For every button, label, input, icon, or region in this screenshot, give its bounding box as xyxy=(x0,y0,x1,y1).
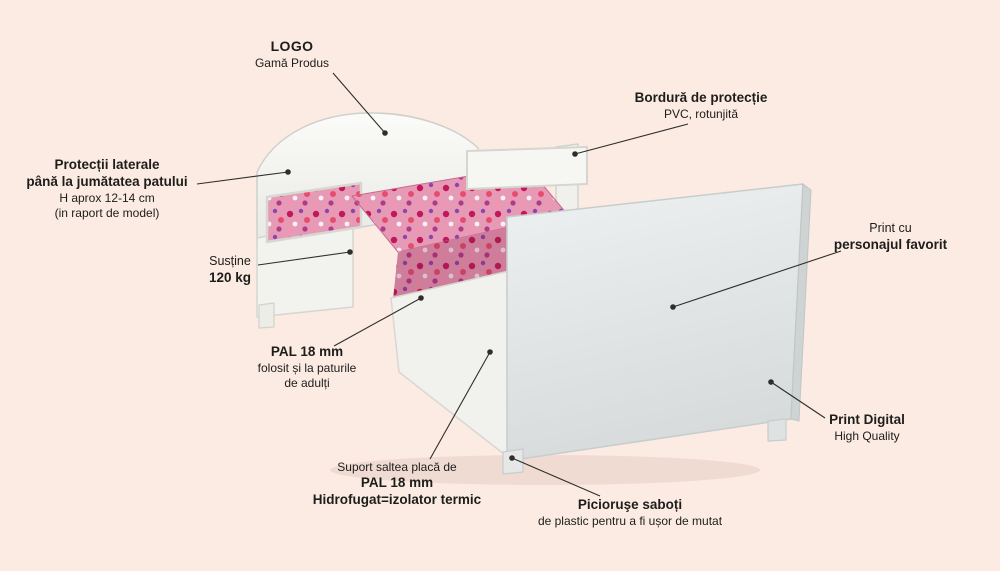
label-picioruse: Picioruşe saboți de plastic pentru a fi … xyxy=(518,497,742,529)
label-suport-line1: Suport saltea placă de xyxy=(337,460,457,474)
label-protectii-line2: până la jumătatea patului xyxy=(26,173,188,189)
label-bordura: Bordură de protecție PVC, rotunjită xyxy=(608,90,794,122)
label-protectii-line1: Protecții laterale xyxy=(54,157,160,172)
annotation-dot-picioruse xyxy=(509,455,515,461)
label-bordura-title: Bordură de protecție xyxy=(634,90,768,105)
label-pal: PAL 18 mm folosit și la paturile de adul… xyxy=(243,344,371,391)
annotation-line-pal xyxy=(333,297,422,347)
label-logo: LOGO Gamă Produs xyxy=(228,38,356,71)
annotation-line-protectii xyxy=(196,171,289,185)
annotation-lines xyxy=(196,72,842,497)
annotation-line-bordura xyxy=(574,123,689,155)
label-protectii-line3: H aprox 12-14 cm xyxy=(59,190,155,205)
annotation-line-picioruse xyxy=(511,457,601,497)
footboard-edge xyxy=(790,183,812,422)
foot-front-left xyxy=(502,448,524,475)
annotation-dot-suport xyxy=(487,349,493,355)
foot-front-right xyxy=(767,418,787,442)
mattress-support-panel xyxy=(390,270,510,459)
label-print-personaj-line2: personajul favorit xyxy=(833,236,948,252)
annotation-line-logo xyxy=(332,72,386,134)
bed-shadow xyxy=(330,455,760,485)
label-print-personaj-line1: Print cu xyxy=(869,221,912,235)
label-sustine-line2: 120 kg xyxy=(208,269,252,285)
label-sustine: Susține 120 kg xyxy=(188,254,272,287)
label-suport-line3: Hidrofugat=izolator termic xyxy=(312,491,482,507)
label-picioruse-line2: de plastic pentru a fi ușor de mutat xyxy=(537,513,723,528)
annotation-dot-print-digital xyxy=(768,379,774,385)
label-pal-line2: folosit și la paturile xyxy=(257,360,357,375)
annotation-line-print-digital xyxy=(770,381,826,419)
label-picioruse-line1: Picioruşe saboți xyxy=(577,497,683,512)
label-bordura-subtitle: PVC, rotunjită xyxy=(663,106,739,121)
foot-back-left xyxy=(258,302,275,329)
footboard xyxy=(506,183,804,462)
label-print-digital: Print Digital High Quality xyxy=(803,412,931,444)
annotation-dot-protectii xyxy=(285,169,291,175)
annotation-dot-logo xyxy=(382,130,388,136)
label-pal-line1: PAL 18 mm xyxy=(270,344,344,359)
label-pal-line3: de adulți xyxy=(284,375,330,390)
label-suport-saltea: Suport saltea placă de PAL 18 mm Hidrofu… xyxy=(306,460,488,509)
label-protectii: Protecții laterale până la jumătatea pat… xyxy=(18,157,196,221)
label-print-digital-line1: Print Digital xyxy=(829,412,905,427)
label-logo-title: LOGO xyxy=(270,38,314,54)
label-protectii-line4: (in raport de model) xyxy=(54,205,160,220)
bed xyxy=(256,112,812,475)
annotation-line-print-personaj xyxy=(672,250,842,308)
annotation-dots xyxy=(285,130,774,461)
lateral-protection-rail xyxy=(265,181,363,244)
annotation-dot-sustine xyxy=(347,249,353,255)
label-print-personaj: Print cu personajul favorit xyxy=(818,221,963,254)
annotation-line-sustine xyxy=(257,251,351,266)
label-sustine-line1: Susține xyxy=(209,254,251,268)
annotation-line-suport xyxy=(429,351,491,460)
annotation-dot-bordura xyxy=(572,151,578,157)
label-suport-line2: PAL 18 mm xyxy=(360,475,434,490)
label-print-digital-line2: High Quality xyxy=(834,428,900,443)
annotation-dot-pal xyxy=(418,295,424,301)
label-logo-subtitle: Gamă Produs xyxy=(254,55,330,70)
annotation-dot-print-personaj xyxy=(670,304,676,310)
protection-edge-rail xyxy=(466,146,588,190)
